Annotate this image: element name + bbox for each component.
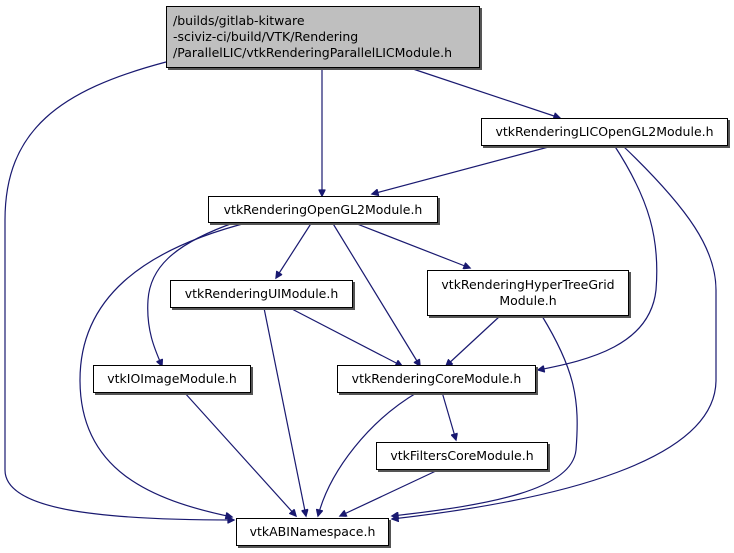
edge-core-abi: [318, 391, 419, 516]
node-ioimage-module[interactable]: vtkIOImageModule.h: [93, 365, 251, 393]
edge-root-abi: [4, 61, 234, 520]
edge-ogl2-abi: [79, 221, 251, 517]
edge-ui-abi: [263, 307, 306, 516]
node-abi-namespace[interactable]: vtkABINamespace.h: [236, 518, 389, 546]
edge-lic-abi: [392, 144, 717, 519]
edge-lic-ogl2: [372, 144, 557, 194]
edge-ogl2-core: [331, 221, 420, 366]
node-rendering-core-module[interactable]: vtkRenderingCoreModule.h: [337, 365, 536, 393]
edge-lic-core: [538, 144, 658, 370]
node-root-parallel-lic-module[interactable]: /builds/gitlab-kitware -sciviz-ci/build/…: [166, 6, 480, 68]
node-lic-opengl2-module[interactable]: vtkRenderingLICOpenGL2Module.h: [481, 118, 728, 146]
node-opengl2-module[interactable]: vtkRenderingOpenGL2Module.h: [208, 196, 438, 223]
node-hypertreegrid-module[interactable]: vtkRenderingHyperTreeGrid Module.h: [427, 270, 629, 316]
edge-ogl2-htg: [351, 221, 470, 268]
node-filters-core-module[interactable]: vtkFiltersCoreModule.h: [376, 442, 548, 470]
edge-htg-core: [446, 315, 501, 366]
node-ui-module[interactable]: vtkRenderingUIModule.h: [170, 280, 353, 308]
edge-filters-abi: [340, 469, 439, 516]
edge-htg-abi: [392, 315, 578, 516]
edge-core-filters: [441, 391, 456, 440]
edge-ioimage-abi: [183, 391, 296, 516]
edge-ui-core: [289, 307, 402, 366]
edge-root-lic: [409, 67, 560, 118]
edge-ogl2-ui: [276, 221, 313, 278]
